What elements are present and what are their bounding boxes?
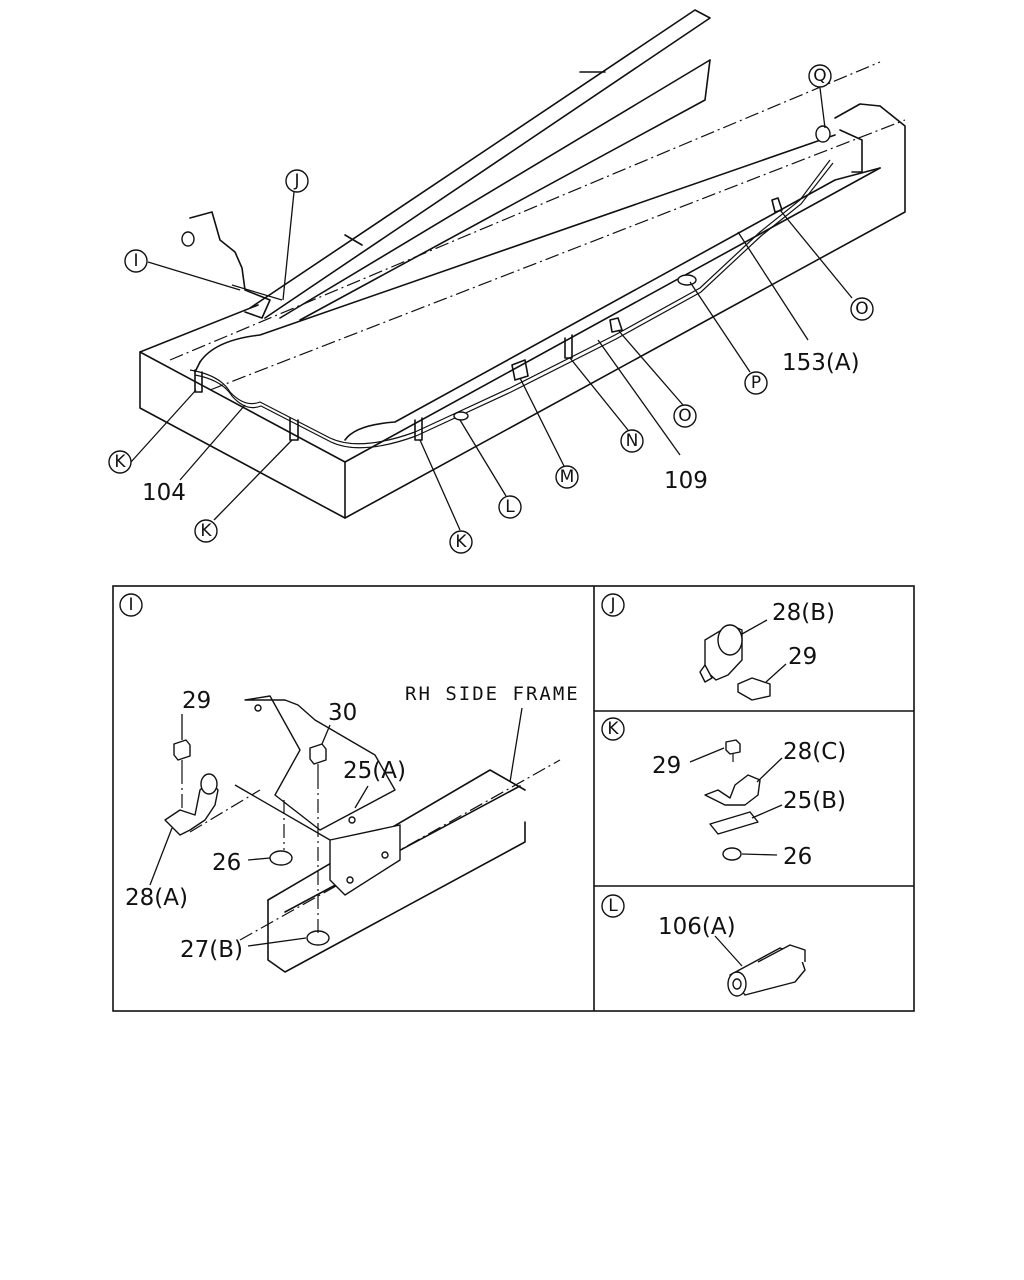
label-28B: 28(B) xyxy=(772,600,835,626)
top-leaders xyxy=(130,87,853,531)
svg-text:O: O xyxy=(855,299,868,319)
frame-assembly xyxy=(139,9,906,519)
svg-text:M: M xyxy=(560,467,575,487)
rh-side-frame-label: RH SIDE FRAME xyxy=(405,683,580,705)
svg-text:L: L xyxy=(505,497,515,517)
svg-text:K: K xyxy=(200,521,212,541)
callout-O-upper: O xyxy=(850,297,874,321)
label-153A: 153(A) xyxy=(782,350,860,376)
callout-N: N xyxy=(620,429,644,453)
svg-text:L: L xyxy=(608,896,618,916)
label-106A: 106(A) xyxy=(658,914,736,940)
callout-K-right: K xyxy=(449,530,473,554)
svg-text:I: I xyxy=(133,251,138,271)
detail-I: I RH SIDE FRAME xyxy=(119,593,580,973)
label-30: 30 xyxy=(328,700,357,726)
label-27B: 27(B) xyxy=(180,937,243,963)
label-25B: 25(B) xyxy=(783,788,846,814)
label-109: 109 xyxy=(664,468,708,494)
callout-M: M xyxy=(555,465,579,489)
svg-text:I: I xyxy=(128,595,133,615)
svg-text:P: P xyxy=(751,373,761,393)
callout-P: P xyxy=(744,371,768,395)
detail-frame xyxy=(112,585,915,1012)
svg-text:J: J xyxy=(609,595,615,615)
callout-J: J xyxy=(285,169,309,193)
label-25A: 25(A) xyxy=(343,758,406,784)
svg-text:J: J xyxy=(293,171,299,191)
label-28C: 28(C) xyxy=(783,739,846,765)
svg-text:K: K xyxy=(607,719,619,739)
callout-K-left: K xyxy=(108,450,132,474)
callout-Q: Q xyxy=(808,64,832,88)
svg-text:N: N xyxy=(626,431,639,451)
label-29-K: 29 xyxy=(652,753,681,779)
label-28A: 28(A) xyxy=(125,885,188,911)
svg-text:K: K xyxy=(455,532,467,552)
label-104: 104 xyxy=(142,480,186,506)
callout-O-lower: O xyxy=(673,404,697,428)
detail-L: L 106(A) xyxy=(601,894,806,997)
callout-L: L xyxy=(498,495,522,519)
svg-text:K: K xyxy=(114,452,126,472)
svg-text:O: O xyxy=(678,406,691,426)
label-29-J: 29 xyxy=(788,644,817,670)
label-26: 26 xyxy=(212,850,241,876)
detail-K: K 29 28(C) 25(B) 26 xyxy=(601,717,846,870)
callout-K-mid: K xyxy=(194,519,218,543)
label-29: 29 xyxy=(182,688,211,714)
label-26-K: 26 xyxy=(783,844,812,870)
detail-J: J 28(B) 29 xyxy=(601,593,835,701)
svg-text:Q: Q xyxy=(813,66,826,86)
callout-I: I xyxy=(124,249,148,273)
